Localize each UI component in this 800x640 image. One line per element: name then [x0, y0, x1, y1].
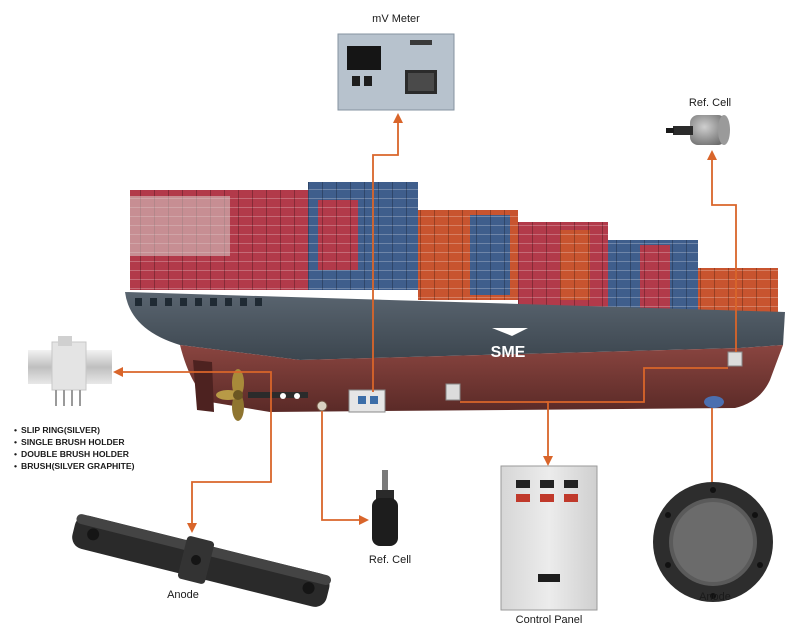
ref-cell-top-label: Ref. Cell: [688, 97, 732, 109]
anode-left-device: [72, 514, 332, 607]
mv-meter-label: mV Meter: [372, 13, 420, 25]
ref-cell-bottom-label: Ref. Cell: [368, 554, 412, 566]
control-panel-label: Control Panel: [515, 614, 583, 626]
ref-cell-top-device: [666, 115, 730, 145]
ship-brand-logo: SME: [491, 344, 526, 361]
container-ship: SME: [125, 182, 785, 421]
container-stacks: [130, 182, 778, 328]
single-brush-holder-item: SINGLE BRUSH HOLDER: [14, 436, 135, 448]
hull-lower: [180, 345, 783, 412]
hull-meter-box: [348, 389, 386, 413]
arrow-anode-left: [187, 523, 197, 533]
hull-refcell-junction: [727, 351, 743, 367]
propeller-icon: [216, 369, 244, 421]
arrow-control-panel: [543, 456, 553, 466]
meter-display: [347, 46, 381, 70]
arrow-ref-cell-bottom: [359, 515, 369, 525]
hull-ref-cell-fitting: [316, 400, 328, 412]
brush-silver-graphite-item: BRUSH(SILVER GRAPHITE): [14, 460, 134, 472]
slip-ring-component-list: SLIP RING(SILVER) SINGLE BRUSH HOLDER DO…: [14, 424, 135, 472]
slip-ring-device: [28, 336, 112, 406]
arrow-mv-meter: [393, 113, 403, 123]
mv-meter-unit: [337, 33, 455, 111]
rudder: [193, 360, 214, 412]
hull-anode-fitting: [704, 396, 724, 408]
connector-lines: [122, 122, 737, 525]
propeller-shaft: [248, 392, 308, 398]
ref-cell-bottom-device: [372, 470, 398, 546]
hull-upper: [125, 292, 785, 360]
slip-ring-item: SLIP RING(SILVER): [14, 424, 135, 436]
hull-anode-junction: [445, 383, 461, 401]
anode-left-label: Anode: [167, 589, 199, 601]
arrow-slip-ring: [113, 367, 123, 377]
arrow-ref-cell-top: [707, 150, 717, 160]
anode-right-label: Anode: [699, 591, 731, 603]
hull-windows: [135, 298, 262, 306]
anode-right-device: [653, 482, 773, 602]
double-brush-holder-item: DOUBLE BRUSH HOLDER: [14, 448, 135, 460]
control-panel-device: [500, 465, 598, 611]
logo-mark: [492, 328, 528, 336]
